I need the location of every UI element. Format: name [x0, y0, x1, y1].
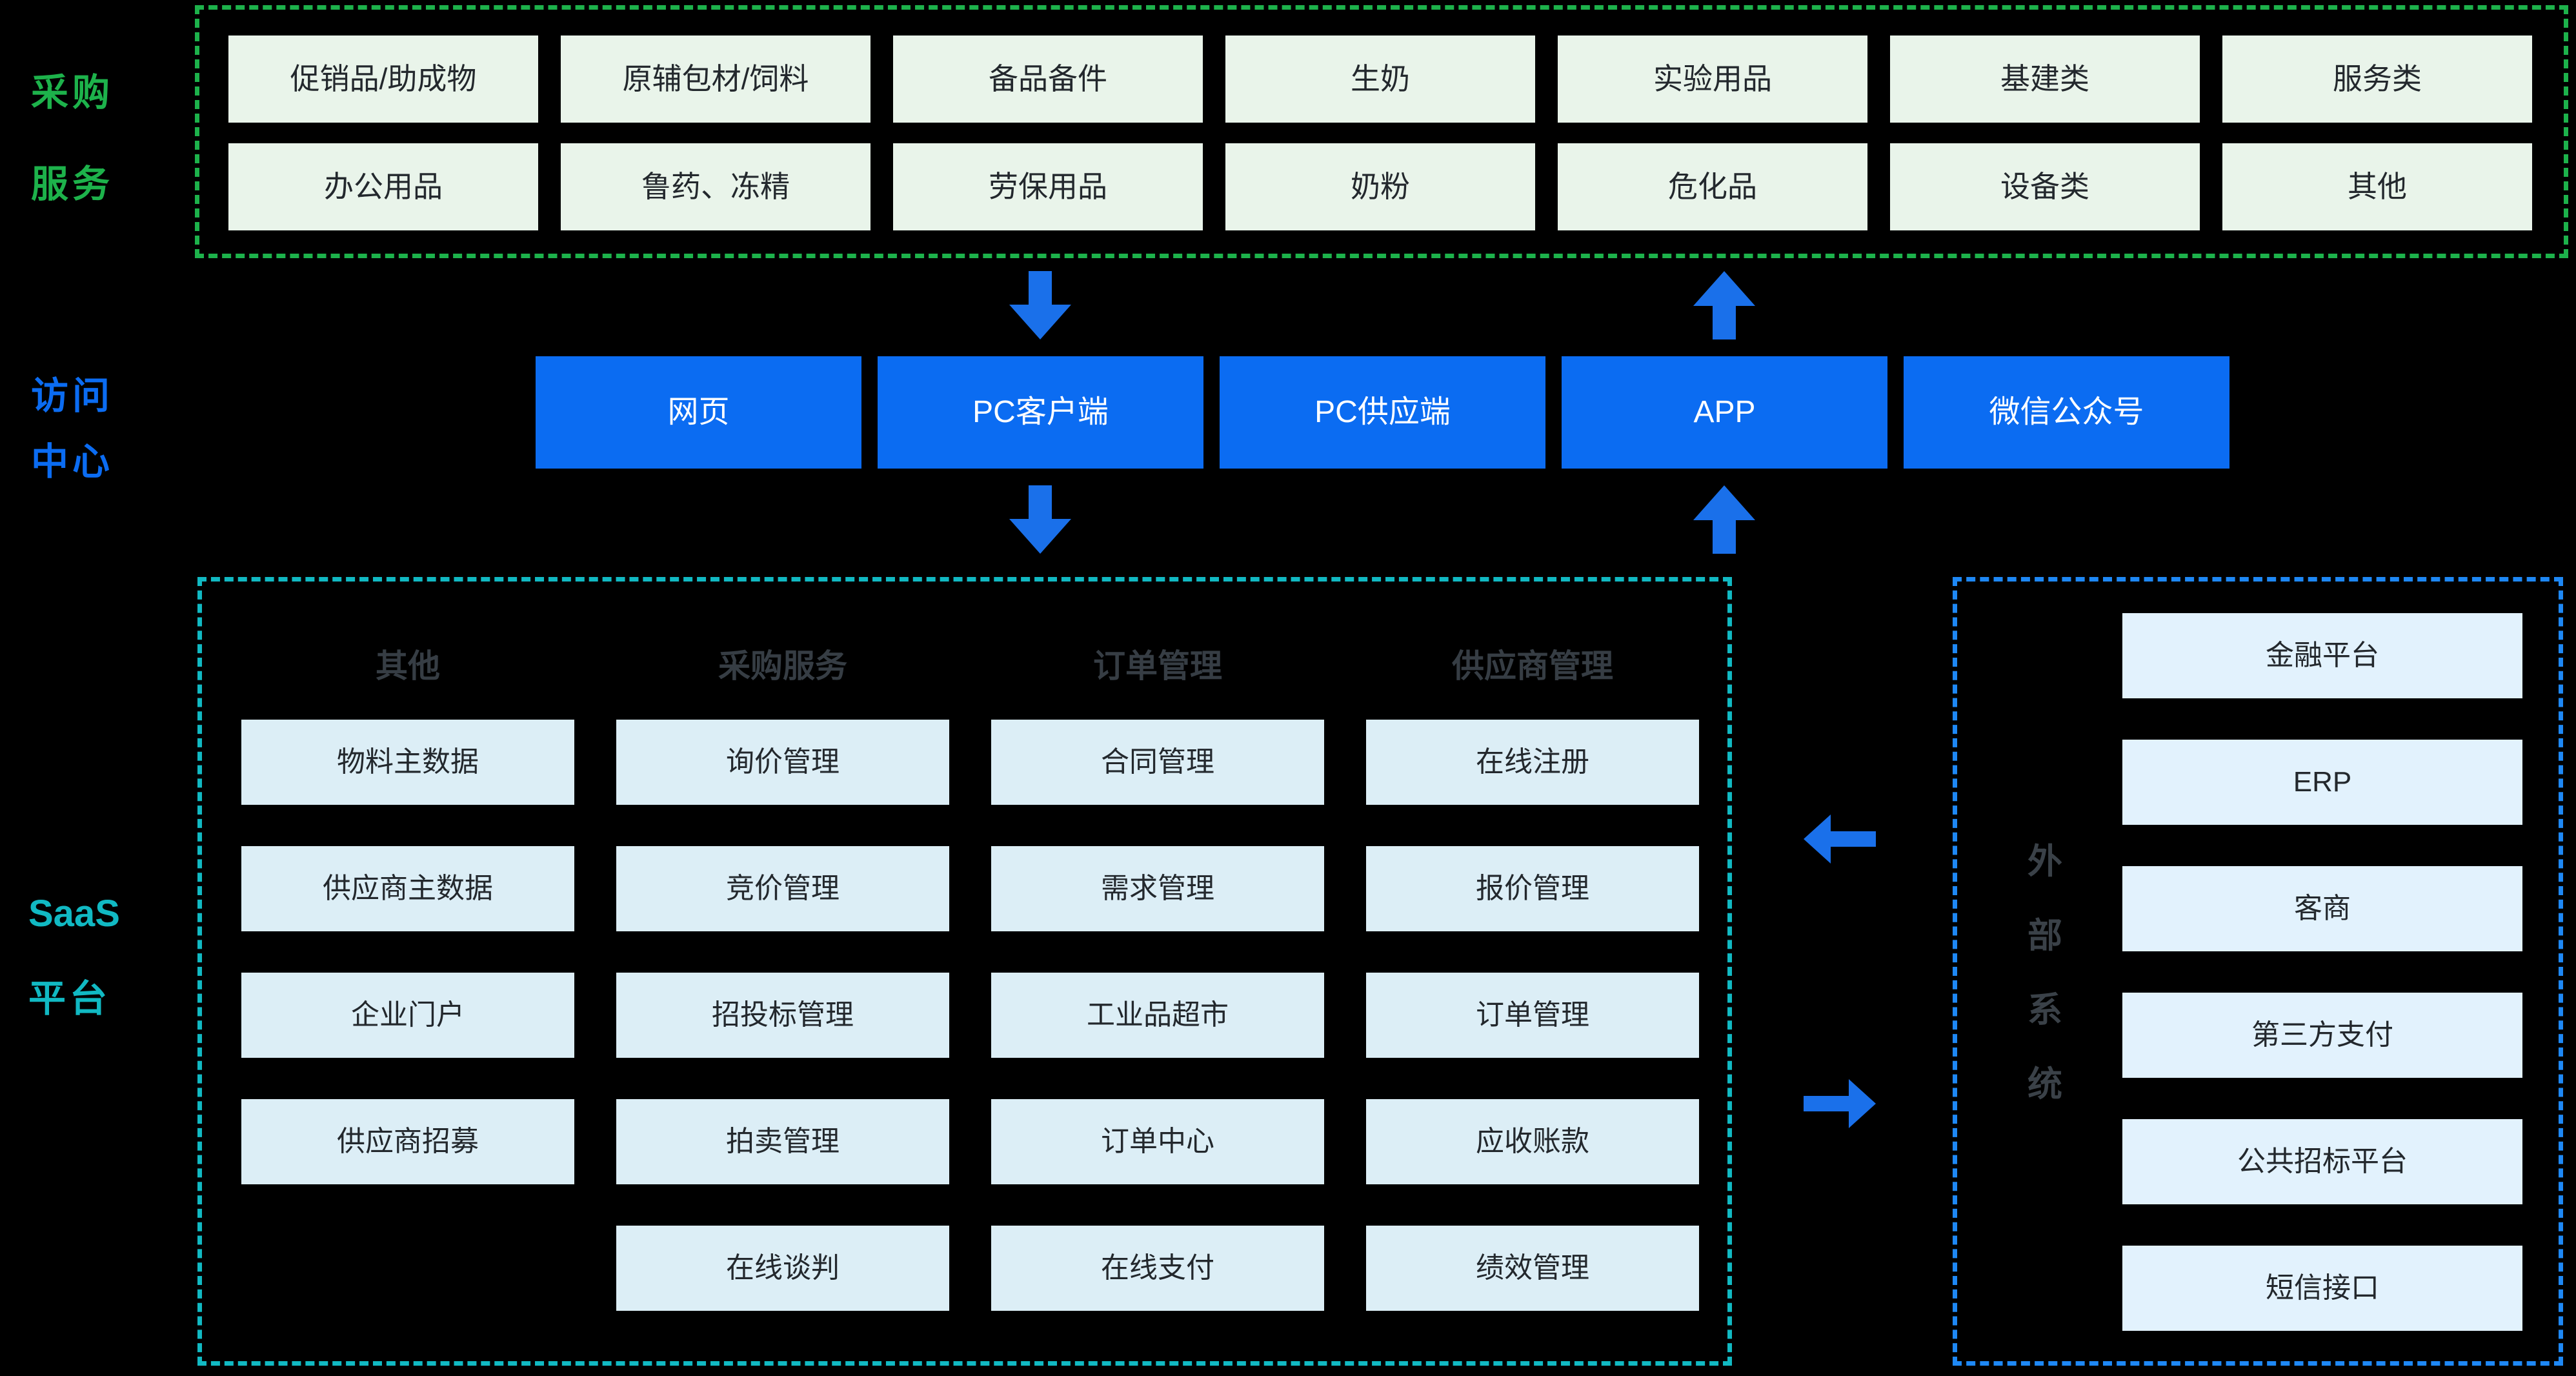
- category-box: 促销品/助成物: [228, 35, 538, 123]
- saas-module-box: 在线注册: [1366, 720, 1699, 805]
- external-system-box: 短信接口: [2122, 1246, 2522, 1331]
- up-arrow-icon: [1693, 485, 1755, 554]
- access-channel-box: PC客户端: [878, 356, 1203, 469]
- saas-module-box: 招投标管理: [616, 973, 949, 1058]
- category-box: 劳保用品: [893, 143, 1203, 230]
- external-section-label-char: 统: [2028, 1065, 2062, 1104]
- procurement-section-frame: [195, 5, 2568, 258]
- saas-section-label-line1: SaaS: [28, 893, 120, 935]
- external-system-box: 客商: [2122, 866, 2522, 951]
- external-system-box: 第三方支付: [2122, 993, 2522, 1078]
- category-box: 办公用品: [228, 143, 538, 230]
- category-box: 奶粉: [1225, 143, 1535, 230]
- external-section-label-char: 系: [2028, 991, 2062, 1029]
- saas-module-box: 企业门户: [241, 973, 574, 1058]
- category-box: 危化品: [1558, 143, 1867, 230]
- saas-module-box: 询价管理: [616, 720, 949, 805]
- external-system-box: 金融平台: [2122, 613, 2522, 698]
- up-arrow-icon: [1693, 271, 1755, 339]
- down-arrow-icon: [1009, 485, 1071, 554]
- saas-module-box: 应收账款: [1366, 1099, 1699, 1184]
- access-channel-box: APP: [1562, 356, 1887, 469]
- saas-column-header: 供应商管理: [1452, 648, 1613, 684]
- access-channel-box: 网页: [536, 356, 861, 469]
- saas-module-box: 物料主数据: [241, 720, 574, 805]
- saas-module-box: 报价管理: [1366, 846, 1699, 931]
- procurement-section-label-line2: 服务: [31, 163, 114, 205]
- access-section-label-line1: 访问: [31, 375, 114, 417]
- category-box: 鲁药、冻精: [561, 143, 870, 230]
- category-box: 基建类: [1890, 35, 2200, 123]
- category-box: 实验用品: [1558, 35, 1867, 123]
- access-channel-box: 微信公众号: [1904, 356, 2229, 469]
- saas-module-box: 供应商主数据: [241, 846, 574, 931]
- saas-module-box: 订单管理: [1366, 973, 1699, 1058]
- saas-section-label-line2: 平台: [28, 978, 112, 1020]
- access-channel-box: PC供应端: [1220, 356, 1545, 469]
- saas-module-box: 在线谈判: [616, 1226, 949, 1311]
- external-system-box: 公共招标平台: [2122, 1119, 2522, 1204]
- saas-module-box: 竞价管理: [616, 846, 949, 931]
- access-section-label-line2: 中心: [31, 441, 114, 483]
- external-section-label-char: 部: [2028, 916, 2062, 955]
- category-box: 原辅包材/饲料: [561, 35, 870, 123]
- category-box: 服务类: [2222, 35, 2532, 123]
- right-arrow-icon: [1804, 1079, 1876, 1128]
- saas-module-box: 在线支付: [991, 1226, 1324, 1311]
- procurement-section-label-line1: 采购: [31, 72, 114, 114]
- category-box: 其他: [2222, 143, 2532, 230]
- down-arrow-icon: [1009, 271, 1071, 339]
- category-box: 生奶: [1225, 35, 1535, 123]
- saas-column-header: 订单管理: [1093, 648, 1222, 684]
- category-box: 备品备件: [893, 35, 1203, 123]
- saas-module-box: 订单中心: [991, 1099, 1324, 1184]
- saas-column-header: 采购服务: [718, 648, 847, 684]
- external-section-label-char: 外: [2028, 842, 2062, 881]
- left-arrow-icon: [1804, 814, 1876, 864]
- saas-module-box: 绩效管理: [1366, 1226, 1699, 1311]
- saas-module-box: 供应商招募: [241, 1099, 574, 1184]
- saas-column-header: 其他: [376, 648, 440, 684]
- external-section-frame: [1953, 577, 2563, 1366]
- saas-module-box: 合同管理: [991, 720, 1324, 805]
- external-system-box: ERP: [2122, 740, 2522, 825]
- category-box: 设备类: [1890, 143, 2200, 230]
- saas-module-box: 需求管理: [991, 846, 1324, 931]
- saas-module-box: 工业品超市: [991, 973, 1324, 1058]
- saas-section-frame: [197, 577, 1732, 1366]
- saas-module-box: 拍卖管理: [616, 1099, 949, 1184]
